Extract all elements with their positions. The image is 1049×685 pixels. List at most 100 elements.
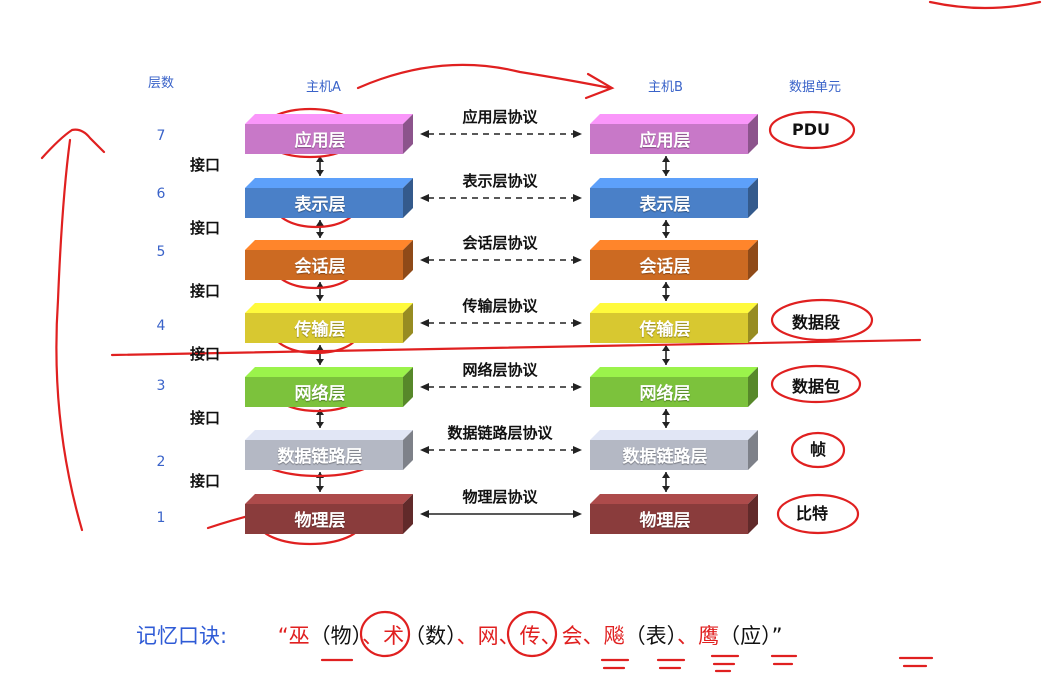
layer-name: 应用层 xyxy=(639,131,691,151)
protocol-label: 应用层协议 xyxy=(462,108,538,126)
arrow-head xyxy=(316,409,324,415)
mnemonic-part: 、术 xyxy=(362,624,405,648)
host-b-layer-block: 应用层 xyxy=(590,114,758,154)
layer-box-shape xyxy=(590,303,758,343)
layer-number: 2 xyxy=(156,454,166,470)
arrow-head xyxy=(662,232,670,238)
arrow-head xyxy=(662,486,670,492)
arrow-head xyxy=(573,256,582,264)
host-b-layer-block: 物理层 xyxy=(590,494,758,534)
layer-box-shape xyxy=(590,494,758,534)
layer-name: 表示层 xyxy=(639,195,691,215)
arrow-head xyxy=(316,232,324,238)
layer-number: 4 xyxy=(156,318,166,334)
protocol-label: 会话层协议 xyxy=(462,234,538,252)
mnemonic: 记忆口诀: “巫（物）、术（数）、网、传、会、飚（表）、鹰（应）” xyxy=(136,620,783,650)
header-data-unit: 数据单元 xyxy=(789,80,842,95)
layer-box-shape xyxy=(245,178,413,218)
mnemonic-part: “巫 xyxy=(277,624,310,648)
layer-box-shape xyxy=(245,114,413,154)
interface-label: 接口 xyxy=(190,409,221,427)
arrow-head xyxy=(420,194,429,202)
layer-number: 5 xyxy=(156,244,166,260)
interface-label: 接口 xyxy=(190,282,221,300)
arrow-head xyxy=(662,472,670,478)
arrow-head xyxy=(573,383,582,391)
arrow-head xyxy=(316,295,324,301)
layer-name: 应用层 xyxy=(294,131,346,151)
layer-box-shape xyxy=(245,367,413,407)
pdu-label: PDU xyxy=(792,120,830,139)
layer-number: 6 xyxy=(156,186,166,202)
pdu-label: 比特 xyxy=(796,504,829,523)
interface-label: 接口 xyxy=(190,472,221,490)
layer-box-shape xyxy=(245,240,413,280)
interface-label: 接口 xyxy=(190,345,221,363)
arrow-head xyxy=(316,156,324,162)
arrow-head xyxy=(316,345,324,351)
layer-name: 物理层 xyxy=(639,511,691,531)
host-b-layer-block: 网络层 xyxy=(590,367,758,407)
arrow-head xyxy=(316,170,324,176)
arrow-head xyxy=(420,256,429,264)
layer-box-shape xyxy=(590,178,758,218)
mnemonic-part: （表） xyxy=(624,624,678,648)
layer-name: 物理层 xyxy=(294,511,346,531)
layer-box-shape xyxy=(245,494,413,534)
header-layer-count: 层数 xyxy=(148,76,175,91)
protocol-label: 传输层协议 xyxy=(462,297,538,315)
layer-box-shape xyxy=(245,430,413,470)
protocol-label: 数据链路层协议 xyxy=(447,424,553,442)
pdu-label: 帧 xyxy=(810,440,827,459)
layer-box-shape xyxy=(590,367,758,407)
host-a-layer-block: 物理层 xyxy=(245,494,413,534)
arrow-head xyxy=(573,194,582,202)
interface-label: 接口 xyxy=(190,156,221,174)
arrow-head xyxy=(420,130,429,138)
host-a-layer-block: 会话层 xyxy=(245,240,413,280)
arrow-head xyxy=(316,422,324,428)
arrow-head xyxy=(420,319,429,327)
arrow-head xyxy=(662,359,670,365)
arrow-head xyxy=(573,510,582,518)
layer-name: 数据链路层 xyxy=(622,447,708,467)
mnemonic-part: （应）” xyxy=(719,624,783,648)
layer-name: 会话层 xyxy=(294,257,346,277)
arrow-head xyxy=(573,446,582,454)
host-a-layer-block: 传输层 xyxy=(245,303,413,343)
protocol-label: 物理层协议 xyxy=(462,488,538,506)
host-a-layer-block: 数据链路层 xyxy=(245,430,413,470)
mnemonic-part: （物） xyxy=(309,624,363,648)
pdu-label: 数据包 xyxy=(792,377,841,396)
layer-number: 7 xyxy=(156,128,166,144)
arrow-head xyxy=(316,359,324,365)
arrow-head xyxy=(316,486,324,492)
layer-box-shape xyxy=(245,303,413,343)
layer-name: 表示层 xyxy=(294,195,346,215)
arrow-head xyxy=(662,170,670,176)
arrow-head xyxy=(316,472,324,478)
arrow-head xyxy=(420,510,429,518)
arrow-head xyxy=(316,220,324,226)
mnemonic-part: 、鹰 xyxy=(677,624,720,648)
arrow-head xyxy=(662,422,670,428)
layer-name: 会话层 xyxy=(639,257,691,277)
arrow-head xyxy=(420,383,429,391)
header-host-b: 主机B xyxy=(648,80,683,95)
arrow-head xyxy=(662,220,670,226)
host-b-layer-block: 表示层 xyxy=(590,178,758,218)
layer-name: 传输层 xyxy=(639,320,691,340)
layer-box-shape xyxy=(590,240,758,280)
layer-name: 数据链路层 xyxy=(277,447,363,467)
layer-name: 网络层 xyxy=(639,384,691,404)
host-a-layer-block: 应用层 xyxy=(245,114,413,154)
pdu-label: 数据段 xyxy=(792,313,841,332)
arrow-head xyxy=(573,319,582,327)
protocol-label: 网络层协议 xyxy=(462,361,538,379)
arrow-head xyxy=(420,446,429,454)
host-b-layer-block: 会话层 xyxy=(590,240,758,280)
layer-box-shape xyxy=(590,430,758,470)
layer-name: 网络层 xyxy=(294,384,346,404)
